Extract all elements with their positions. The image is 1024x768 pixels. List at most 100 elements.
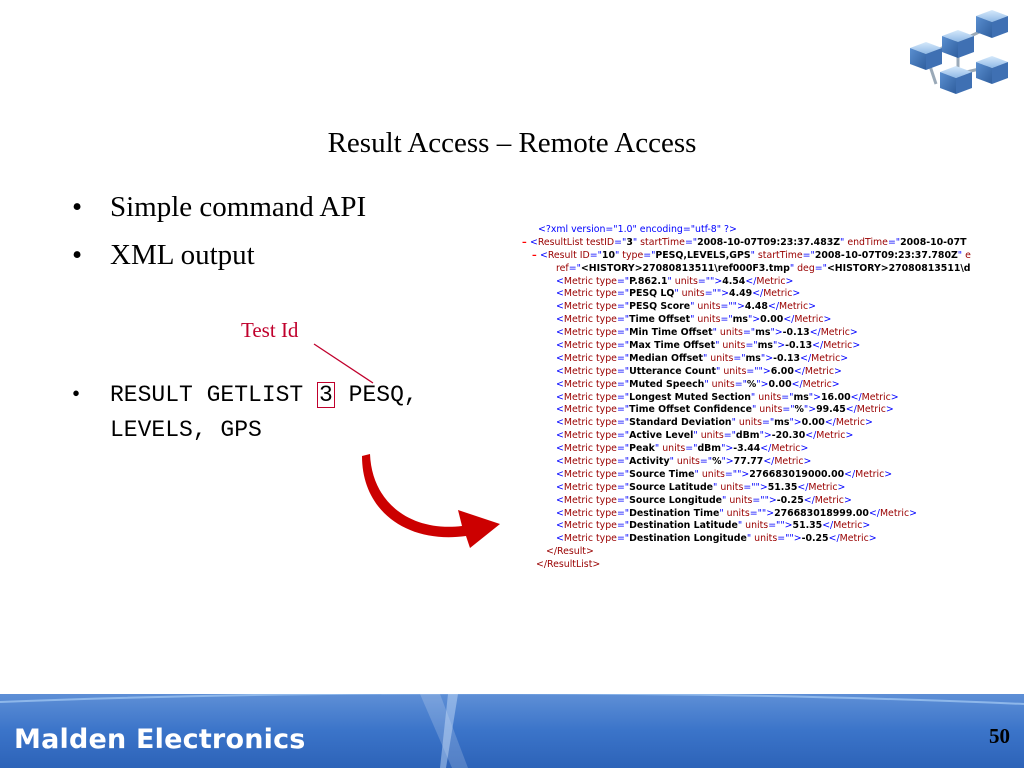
metric-type: Destination Latitude bbox=[629, 520, 738, 532]
xml-syntax: </ bbox=[809, 327, 821, 339]
metric-type: PESQ Score bbox=[629, 301, 691, 313]
xml-resultlist-open: – <ResultList testID="3" startTime="2008… bbox=[522, 236, 967, 248]
xml-syntax: type bbox=[596, 494, 617, 506]
metric-type: Utterance Count bbox=[629, 365, 717, 377]
xml-syntax: </ bbox=[844, 468, 856, 480]
xml-syntax: units bbox=[722, 340, 746, 352]
xml-syntax: </ bbox=[845, 404, 857, 416]
xml-syntax: Metric bbox=[563, 288, 596, 300]
bullet-item: •Simple command API bbox=[72, 183, 366, 231]
xml-syntax: Metric bbox=[856, 404, 886, 416]
metric-value: 276683018999.00 bbox=[774, 507, 869, 519]
xml-syntax: "> bbox=[780, 520, 793, 532]
xml-syntax: type bbox=[596, 275, 617, 287]
collapse-toggle[interactable]: – bbox=[522, 236, 530, 248]
xml-metric-line: <Metric type="Standard Deviation" units=… bbox=[522, 417, 988, 430]
command-prefix: RESULT GETLIST bbox=[110, 382, 318, 408]
xml-syntax: Metric bbox=[774, 456, 804, 468]
xml-syntax: "> bbox=[761, 507, 775, 519]
xml-syntax: =" bbox=[745, 340, 758, 352]
metric-value: 4.49 bbox=[729, 288, 753, 300]
metric-value: 276683019000.00 bbox=[749, 468, 845, 480]
xml-syntax: units bbox=[754, 533, 778, 545]
bullet-text: Simple command API bbox=[110, 191, 367, 223]
xml-syntax: units bbox=[745, 520, 769, 532]
xml-syntax: =" bbox=[616, 443, 630, 455]
xml-metric-line: <Metric type="Active Level" units="dBm">… bbox=[522, 430, 988, 443]
xml-syntax: </ bbox=[828, 533, 840, 545]
xml-syntax: " bbox=[746, 533, 755, 545]
bullet-marker: • bbox=[72, 381, 81, 406]
xml-syntax: =" bbox=[743, 481, 756, 493]
xml-syntax: "> bbox=[710, 275, 723, 287]
xml-syntax: Metric bbox=[855, 468, 885, 480]
xml-syntax: Metric bbox=[563, 430, 596, 442]
command-line-1: •RESULT GETLIST 3 PESQ, bbox=[72, 376, 418, 413]
xml-syntax: Metric bbox=[563, 417, 596, 429]
xml-syntax: " bbox=[751, 404, 760, 416]
xml-syntax: Metric bbox=[833, 520, 863, 532]
metric-type: Standard Deviation bbox=[629, 417, 732, 429]
xml-syntax: units bbox=[676, 456, 700, 468]
xml-syntax: Metric bbox=[794, 314, 824, 326]
xml-result-open: – <Result ID="10" type="PESQ,LEVELS,GPS"… bbox=[532, 249, 971, 261]
xml-syntax: =" bbox=[782, 404, 795, 416]
xml-syntax: "> bbox=[721, 456, 734, 468]
metric-value: -0.25 bbox=[776, 494, 804, 506]
xml-syntax: "> bbox=[748, 314, 761, 326]
metric-value: -0.13 bbox=[785, 340, 813, 352]
xml-syntax: "> bbox=[737, 468, 750, 480]
xml-syntax: </ bbox=[822, 520, 834, 532]
xml-syntax: =" bbox=[724, 468, 738, 480]
xml-syntax: < bbox=[556, 404, 564, 416]
command-test-id: 3 bbox=[317, 382, 335, 408]
xml-syntax: =" bbox=[723, 430, 736, 442]
xml-syntax: =" bbox=[733, 352, 746, 364]
xml-syntax: =" bbox=[616, 365, 630, 377]
xml-syntax: " bbox=[694, 468, 702, 480]
metric-value: 4.48 bbox=[744, 301, 768, 313]
xml-syntax: units bbox=[711, 378, 735, 390]
xml-syntax: Metric bbox=[816, 430, 846, 442]
xml-syntax: Metric bbox=[563, 275, 596, 287]
footer-decoration bbox=[0, 694, 1024, 768]
xml-syntax: =" bbox=[777, 533, 790, 545]
xml-syntax: "> bbox=[716, 288, 730, 300]
metric-type: Peak bbox=[629, 443, 655, 455]
xml-resultlist-close: </ResultList> bbox=[522, 559, 988, 572]
xml-syntax: =" bbox=[616, 288, 630, 300]
xml-syntax: " bbox=[712, 327, 720, 339]
xml-syntax: < bbox=[556, 352, 564, 364]
metric-value: 6.00 bbox=[770, 365, 794, 377]
collapse-toggle[interactable]: – bbox=[532, 249, 540, 261]
xml-syntax: > bbox=[909, 507, 917, 519]
xml-syntax: =" bbox=[704, 288, 717, 300]
xml-metric-line: <Metric type="PESQ Score" units="">4.48<… bbox=[522, 301, 988, 314]
xml-metric-line: <Metric type="Time Offset" units="ms">0.… bbox=[522, 314, 988, 327]
xml-syntax: Metric bbox=[763, 288, 793, 300]
xml-syntax: "> bbox=[789, 533, 802, 545]
xml-result-close: </Result> bbox=[522, 546, 988, 559]
result-starttime: 2008-10-07T09:23:37.780Z bbox=[814, 249, 958, 261]
xml-syntax: type bbox=[596, 417, 617, 429]
metric-units: ms bbox=[774, 417, 790, 429]
xml-syntax: < bbox=[556, 340, 564, 352]
xml-syntax: =" bbox=[616, 314, 630, 326]
xml-syntax: </ bbox=[797, 481, 809, 493]
xml-syntax: < bbox=[556, 481, 564, 493]
xml-syntax: units bbox=[674, 275, 698, 287]
xml-syntax: Metric bbox=[563, 391, 596, 403]
footer-brand: Malden Electronics bbox=[14, 724, 306, 755]
xml-syntax: < bbox=[556, 507, 564, 519]
metric-units: ms bbox=[755, 327, 771, 339]
metric-value: -3.44 bbox=[733, 443, 761, 455]
metric-value: 0.00 bbox=[801, 417, 825, 429]
xml-syntax: type bbox=[596, 327, 617, 339]
xml-syntax: =" bbox=[616, 327, 630, 339]
xml-declaration-text: <?xml version="1.0" encoding="utf-8" ?> bbox=[538, 224, 737, 235]
slide-title: Result Access – Remote Access bbox=[327, 127, 697, 159]
xml-syntax: > bbox=[885, 404, 894, 416]
xml-syntax: type bbox=[596, 314, 617, 326]
xml-syntax: =" bbox=[699, 456, 713, 468]
